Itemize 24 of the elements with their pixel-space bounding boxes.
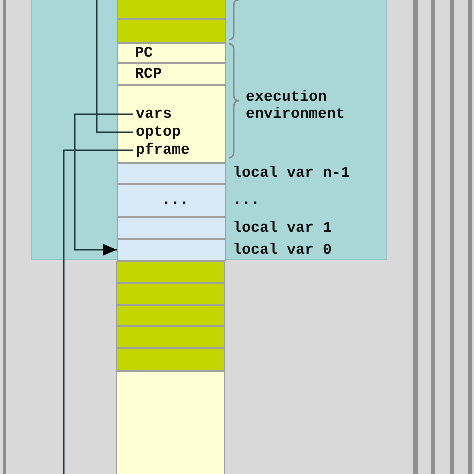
- bracket-label: execution environment: [246, 89, 346, 123]
- cell-label: local var 0: [233, 242, 332, 258]
- frame-panel: [31, 0, 387, 260]
- cell-label: local var n-1: [233, 165, 350, 182]
- stack-cell: [116, 371, 225, 474]
- pointer-label: pframe: [136, 142, 190, 159]
- cell-text: RCP: [135, 66, 162, 82]
- stack-cell: [117, 19, 226, 43]
- cell-label: ...: [233, 192, 260, 209]
- stack-cell: [117, 63, 226, 85]
- stack-cell: [117, 0, 226, 19]
- stack-cell: [117, 43, 226, 63]
- arrow: [74, 114, 133, 256]
- pointer-label: optop: [136, 124, 182, 141]
- stack-cell: [116, 305, 225, 326]
- cell-text: ...: [162, 192, 190, 209]
- cell-label: local var 1: [233, 220, 332, 236]
- pointer-label: vars: [136, 106, 172, 123]
- stack-cell: [116, 326, 225, 348]
- cell-text: PC: [135, 44, 154, 62]
- stack-cell: [117, 85, 226, 163]
- stack-cell: [116, 283, 225, 305]
- stack-cell: [116, 348, 225, 371]
- stack-cell: [116, 261, 225, 283]
